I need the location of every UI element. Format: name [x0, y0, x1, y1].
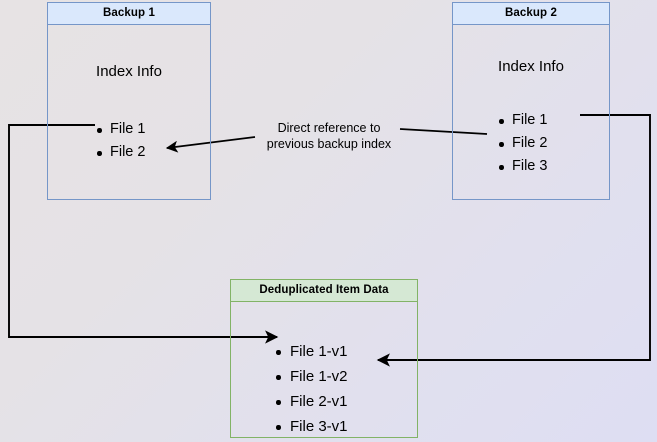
list-item: File 2	[95, 141, 145, 164]
list-item: File 1	[497, 109, 547, 132]
deduplicated-item-data-header: Deduplicated Item Data	[231, 280, 417, 302]
deduplicated-file-list: File 1-v1 File 1-v2 File 2-v1 File 3-v1	[273, 339, 348, 439]
direct-reference-label: Direct reference to previous backup inde…	[251, 120, 407, 152]
backup-1-box[interactable]: Backup 1 Index Info File 1 File 2	[47, 2, 211, 200]
backup-1-body: Index Info File 1 File 2	[48, 25, 210, 199]
backup-1-index-caption: Index Info	[96, 63, 162, 80]
deduplicated-item-data-box[interactable]: Deduplicated Item Data File 1-v1 File 1-…	[230, 279, 418, 438]
direct-reference-label-line-2: previous backup index	[266, 137, 392, 151]
list-item: File 3	[497, 155, 547, 178]
backup-2-index-caption: Index Info	[498, 58, 564, 75]
list-item: File 1-v1	[273, 339, 348, 364]
backup-1-header: Backup 1	[48, 3, 210, 25]
direct-reference-label-line-1: Direct reference to	[277, 121, 381, 135]
deduplicated-item-data-body: File 1-v1 File 1-v2 File 2-v1 File 3-v1	[231, 302, 417, 437]
list-item: File 2-v1	[273, 389, 348, 414]
backup-1-file-list: File 1 File 2	[95, 118, 145, 164]
backup-2-body: Index Info File 1 File 2 File 3	[453, 25, 609, 199]
list-item: File 1-v2	[273, 364, 348, 389]
list-item: File 2	[497, 132, 547, 155]
backup-2-box[interactable]: Backup 2 Index Info File 1 File 2 File 3	[452, 2, 610, 200]
backup-2-file-list: File 1 File 2 File 3	[497, 109, 547, 178]
list-item: File 1	[95, 118, 145, 141]
backup-2-header: Backup 2	[453, 3, 609, 25]
list-item: File 3-v1	[273, 414, 348, 439]
